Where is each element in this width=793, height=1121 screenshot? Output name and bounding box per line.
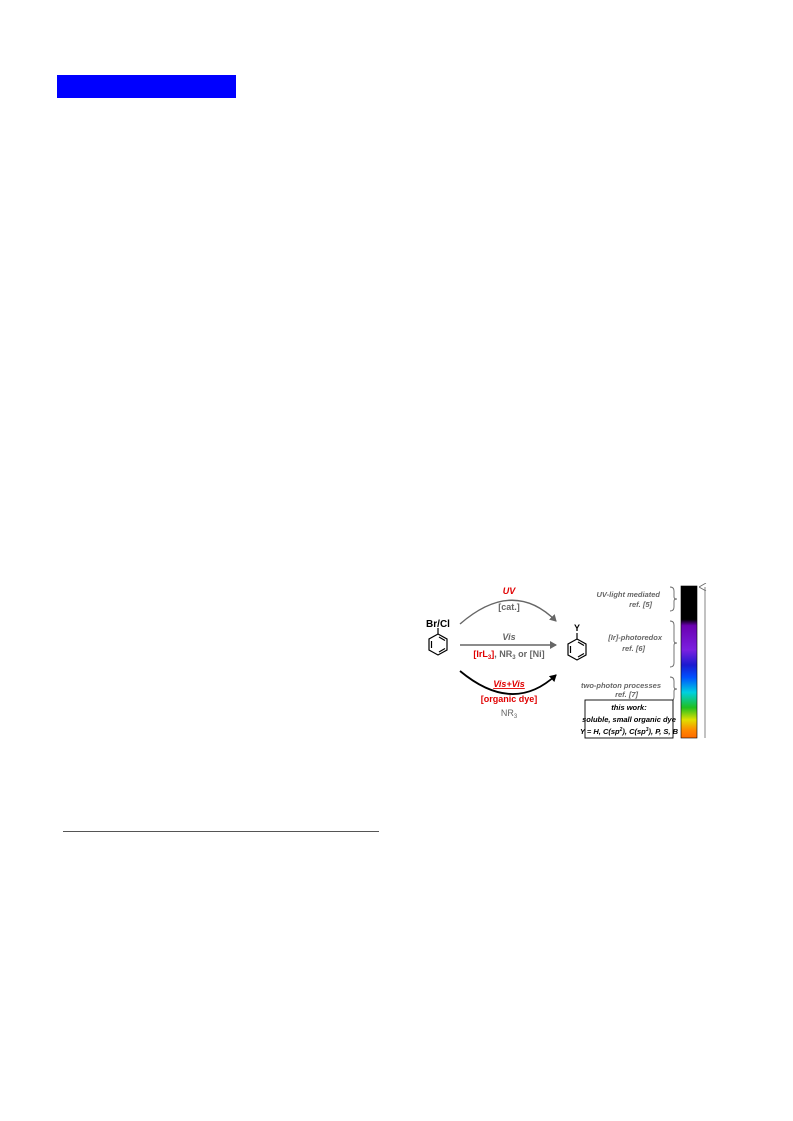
- middle-route-light: Vis: [502, 632, 515, 642]
- category-two-photon-label: two-photon processes: [581, 681, 661, 690]
- middle-route-reagents: [IrL3], NR3 or [Ni]: [473, 649, 544, 661]
- bottom-route-reagent: [organic dye]: [481, 694, 538, 704]
- category-ir-ref: ref. [6]: [622, 644, 645, 653]
- spectrum-bar: [680, 585, 698, 739]
- category-uv-ref: ref. [5]: [629, 600, 652, 609]
- this-work-line3: Y = H, C(sp2), C(sp3), P, S, B: [580, 727, 679, 736]
- reactant-benzene-ring: [428, 628, 448, 656]
- category-ir-label: [Ir]-photoredox: [607, 633, 663, 642]
- category-two-photon-ref: ref. [7]: [615, 690, 638, 699]
- category-braces: [669, 586, 678, 702]
- this-work-title: this work:: [611, 703, 647, 712]
- footnote-rule: [63, 831, 379, 832]
- product-label: Y: [574, 623, 580, 633]
- bottom-route-amine: NR3: [501, 708, 518, 720]
- bottom-route-arrow: [459, 670, 557, 695]
- reactant-label: Br/Cl: [426, 619, 450, 630]
- top-route-arrow: [459, 599, 557, 625]
- header-bar: [57, 75, 236, 98]
- this-work-box: [584, 699, 674, 739]
- top-route-reagent: [cat.]: [498, 602, 520, 612]
- this-work-line2: soluble, small organic dye: [582, 715, 676, 724]
- bottom-route-light: Vis+Vis: [493, 679, 525, 689]
- top-route-light: UV: [503, 586, 516, 596]
- category-uv-label: UV-light mediated: [597, 590, 661, 599]
- reaction-scheme: Br/Cl Y UV [cat.] Vis [IrL3], NR3 or [Ni…: [418, 583, 718, 741]
- product-benzene-ring: [567, 633, 587, 661]
